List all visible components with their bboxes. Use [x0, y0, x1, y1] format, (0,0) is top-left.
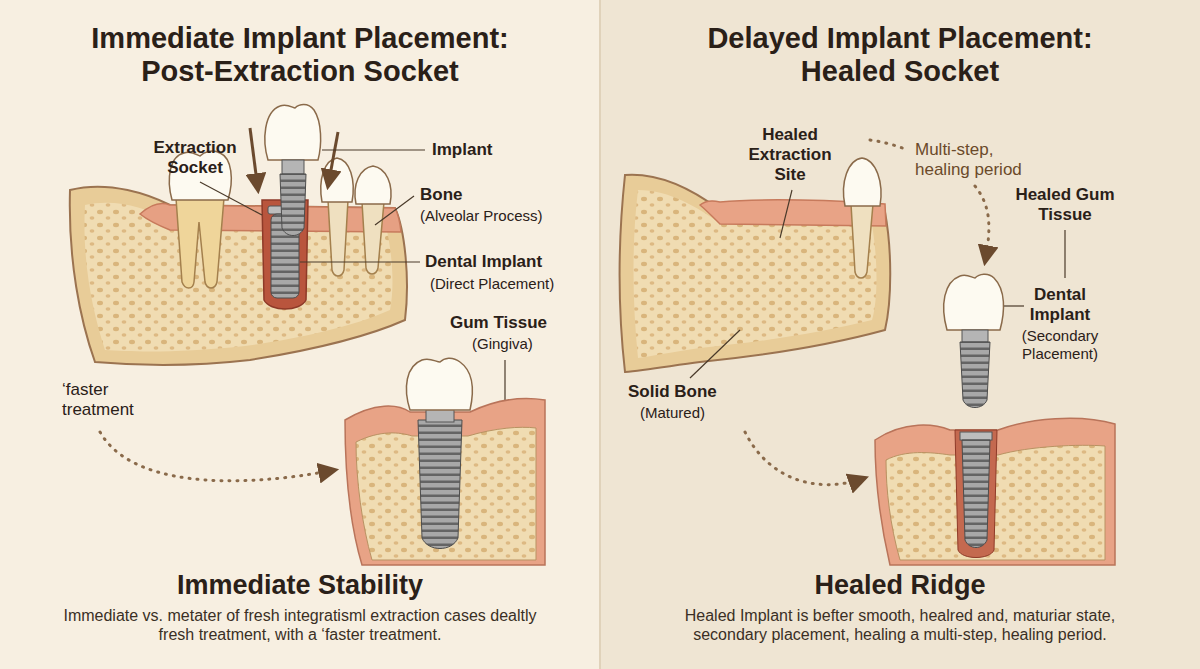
part-label: Healed Gum Tissue — [1000, 185, 1130, 225]
part-label: Bone — [420, 185, 463, 205]
panel-title: Delayed Implant Placement: Healed Socket — [665, 22, 1135, 89]
part-label: Healed Extraction Site — [735, 125, 845, 185]
part-label: Dental Implant — [1010, 285, 1110, 325]
part-sublabel: (Direct Placement) — [430, 275, 554, 293]
part-label: Extraction Socket — [135, 138, 255, 178]
panel-title: Immediate Implant Placement: Post-Extrac… — [65, 22, 535, 89]
part-sublabel: (Secondary Placement) — [1000, 327, 1120, 362]
part-label: Dental Implant — [425, 252, 542, 272]
part-label: Implant — [432, 140, 492, 160]
note-label: Multi-step, healing period — [915, 140, 1045, 180]
panel-heading: Healed Ridge — [650, 570, 1150, 601]
part-sublabel: (Alveolar Process) — [420, 207, 543, 225]
note-label: ‘faster treatment — [62, 380, 172, 420]
panel-body: Healed Implant is befter smooth, healred… — [655, 606, 1145, 644]
part-sublabel: (Matured) — [640, 404, 705, 422]
comparison-panel: Immediate Implant Placement: Post-Extrac… — [0, 0, 600, 669]
part-label: Solid Bone — [628, 382, 717, 402]
comparison-panel: Delayed Implant Placement: Healed Socket… — [600, 0, 1200, 669]
panel-body: Immediate vs. metater of fresh integrati… — [55, 606, 545, 644]
part-sublabel: (Gingiva) — [472, 335, 533, 353]
part-label: Gum Tissue — [450, 313, 547, 333]
panel-heading: Immediate Stability — [50, 570, 550, 601]
